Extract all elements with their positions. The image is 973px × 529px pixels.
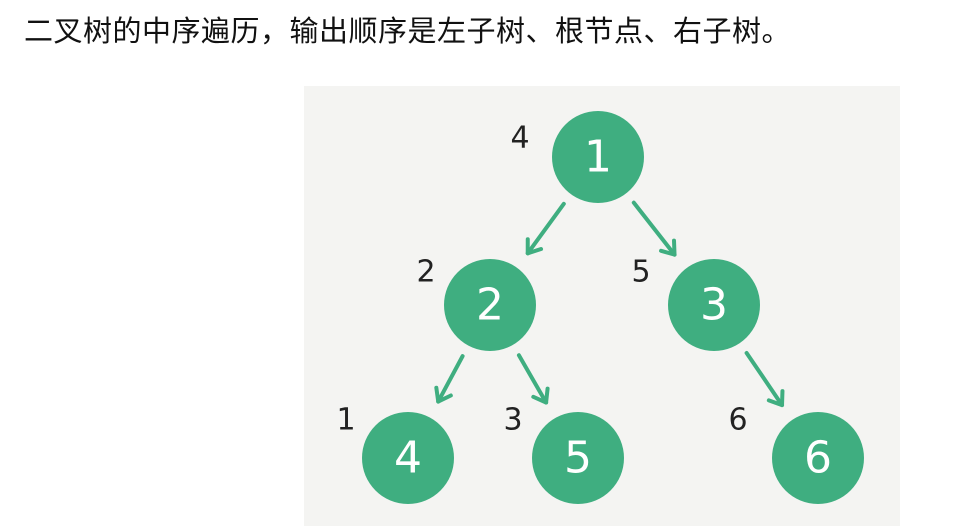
traversal-order-label: 4 <box>510 121 529 156</box>
traversal-order-label: 5 <box>631 255 650 290</box>
node-circle <box>532 412 624 504</box>
arrowhead-icon <box>531 386 550 405</box>
arrowhead-icon <box>434 385 453 404</box>
edge-arrow-n1-n3 <box>631 200 677 257</box>
tree-node-n2: 22 <box>416 255 536 351</box>
node-value-label: 2 <box>476 280 504 331</box>
edge-line <box>525 201 566 256</box>
node-value-label: 5 <box>564 433 592 484</box>
traversal-order-label: 1 <box>336 403 355 438</box>
arrowhead-icon <box>766 389 785 408</box>
tree-node-n1: 14 <box>510 111 644 203</box>
edge-arrow-n1-n2 <box>525 201 566 256</box>
tree-node-n4: 41 <box>336 403 454 504</box>
traversal-order-label: 3 <box>503 403 522 438</box>
traversal-order-label: 2 <box>416 255 435 290</box>
arrowhead-icon <box>525 237 544 256</box>
node-value-label: 6 <box>804 433 832 484</box>
node-circle <box>668 259 760 351</box>
node-circle <box>552 111 644 203</box>
edge-line <box>631 200 677 257</box>
tree-node-n5: 53 <box>503 403 624 504</box>
traversal-order-label: 6 <box>728 403 747 438</box>
node-value-label: 4 <box>394 433 422 484</box>
tree-node-n6: 66 <box>728 403 864 504</box>
node-circle <box>772 412 864 504</box>
edge-line <box>744 350 785 408</box>
edge-line <box>516 353 549 405</box>
heading-text: 二叉树的中序遍历，输出顺序是左子树、根节点、右子树。 <box>24 14 792 48</box>
node-value-label: 1 <box>584 132 612 183</box>
arrowhead-icon <box>659 238 677 257</box>
node-circle <box>444 259 536 351</box>
edge-arrow-n3-n6 <box>744 350 785 408</box>
node-value-label: 3 <box>700 280 728 331</box>
tree-edges <box>434 200 785 408</box>
tree-node-n3: 35 <box>631 255 760 351</box>
edge-arrow-n2-n5 <box>516 353 550 405</box>
edge-arrow-n2-n4 <box>434 354 465 404</box>
node-circle <box>362 412 454 504</box>
edge-line <box>436 354 465 404</box>
